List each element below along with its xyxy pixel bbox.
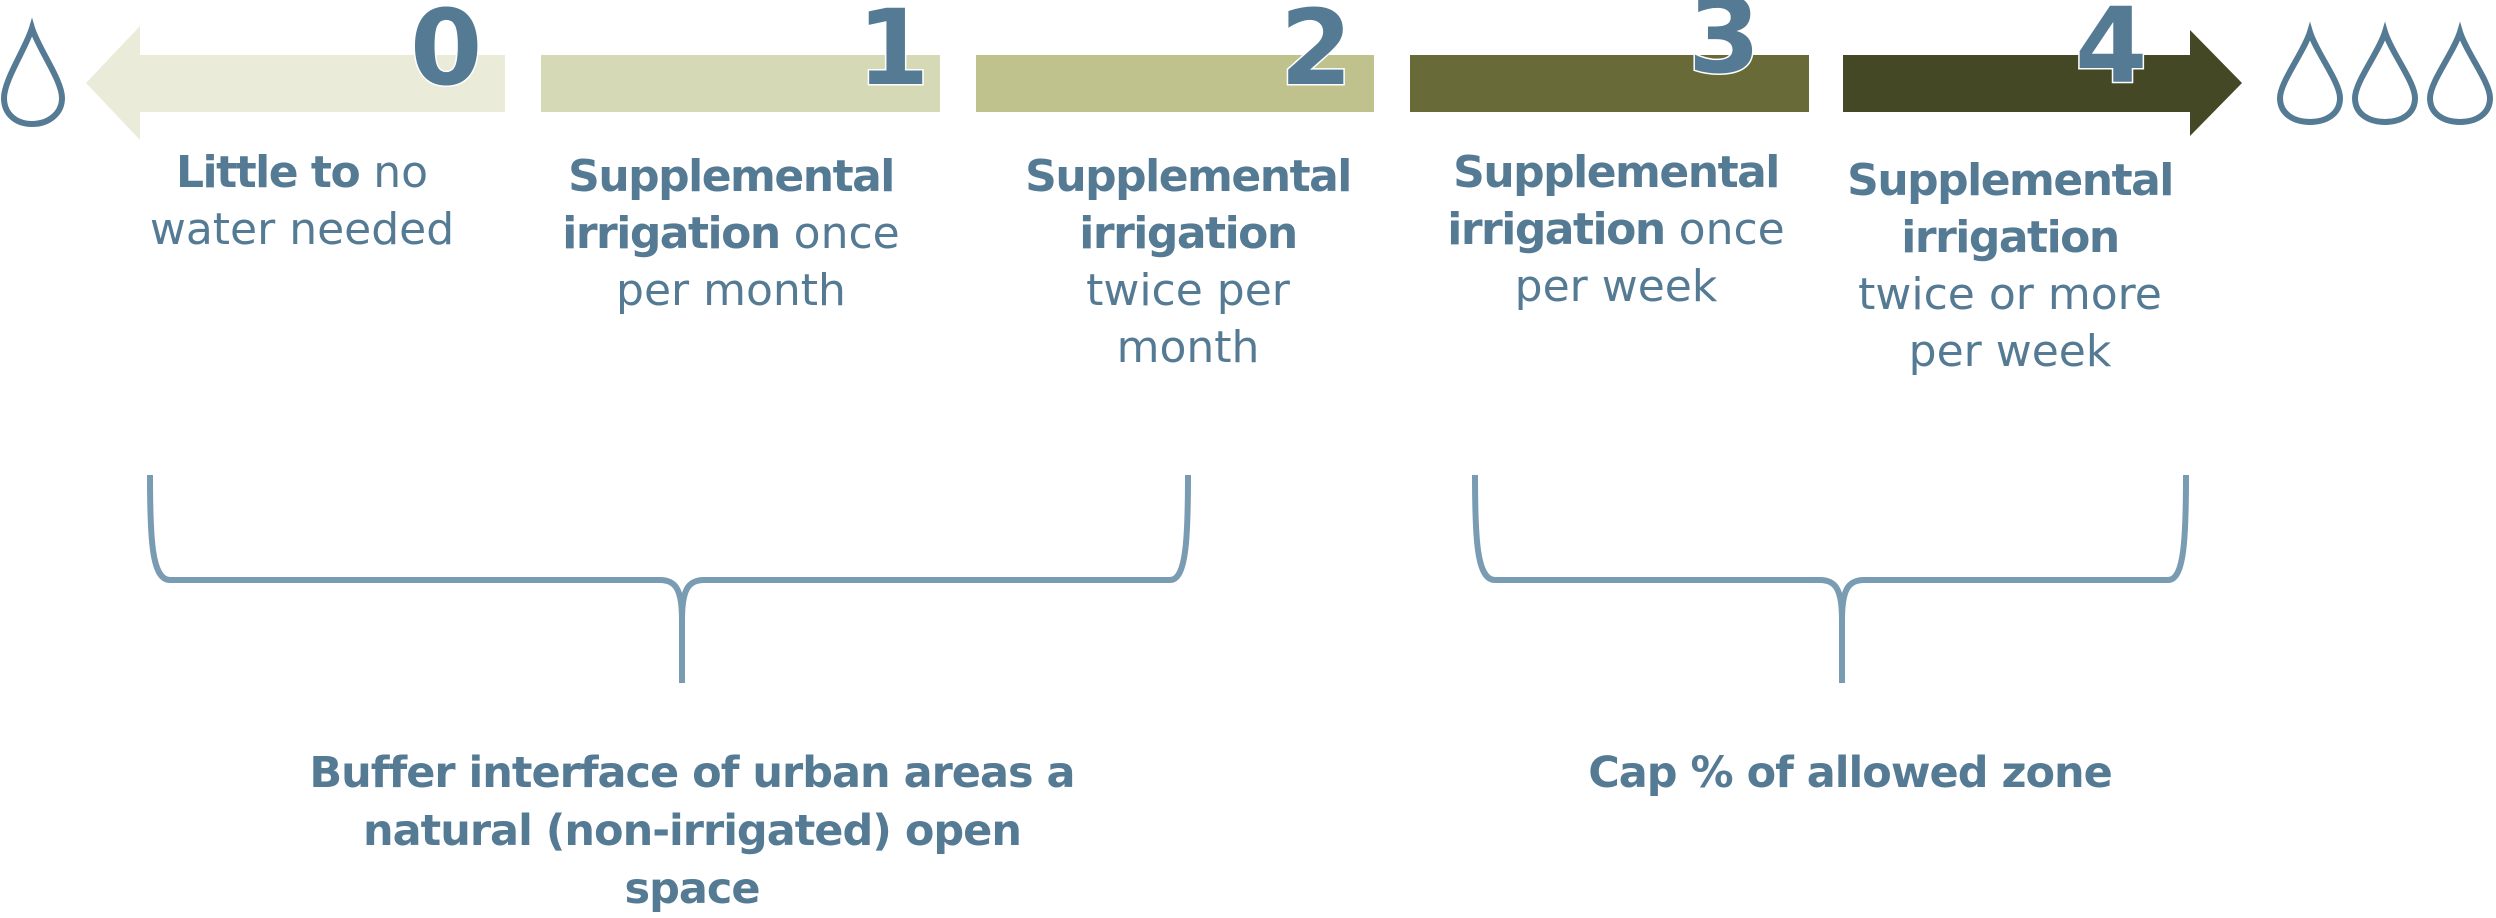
level-2-bar <box>976 55 1374 112</box>
level-2-description-text: twice per month <box>1086 265 1290 373</box>
water-drop-icon <box>2351 21 2419 126</box>
level-1-number: 1 <box>855 0 930 109</box>
level-3-description-bold: Supplemental irrigation <box>1447 147 1780 255</box>
water-drop-icon <box>2426 21 2494 126</box>
right-bracket <box>1472 474 2189 683</box>
level-0-description-bold: Little to <box>175 147 361 198</box>
level-1-bar <box>541 55 940 112</box>
water-drop-icon <box>2276 21 2344 126</box>
level-4-description-bold: Supplemental irrigation <box>1847 155 2174 263</box>
left-group-label: Buffer interface of urban areas a natura… <box>292 744 1092 918</box>
level-0-description: Little to no water needed <box>132 144 472 258</box>
level-4-description: Supplemental irrigation twice or more pe… <box>1840 152 2180 380</box>
level-2-description-bold: Supplemental irrigation <box>1025 151 1352 259</box>
right-group-label: Cap % of allowed zone <box>1500 744 2200 802</box>
level-2-description: Supplemental irrigation twice per month <box>1018 148 1358 376</box>
left-group-label-line-2: natural (non-irrigated) open space <box>363 806 1022 914</box>
level-1-description-text: once per month <box>616 208 900 316</box>
left-bracket <box>147 474 1191 683</box>
level-4-description-text: twice or more per week <box>1858 269 2162 377</box>
left-group-label-line-1: Buffer interface of urban areas a <box>309 748 1075 798</box>
level-1-description-bold: Supplemental irrigation <box>562 151 895 259</box>
level-3-number: 3 <box>1686 0 1761 97</box>
level-3-description-text: once per week <box>1514 204 1785 312</box>
right-group-label-line-1: Cap % of allowed zone <box>1588 748 2113 798</box>
level-0-description-text: no water needed <box>149 147 455 255</box>
level-0-bar <box>86 26 505 140</box>
level-2-number: 2 <box>1278 0 1353 109</box>
level-0-number: 0 <box>408 0 483 109</box>
diagram-art <box>0 17 2494 683</box>
level-3-description: Supplemental irrigation once per week <box>1446 144 1786 315</box>
level-3-bar <box>1410 55 1809 112</box>
level-1-description: Supplemental irrigation once per month <box>561 148 901 319</box>
water-drop-icon <box>0 17 66 128</box>
level-4-number: 4 <box>2073 0 2148 107</box>
level-4-bar <box>1843 30 2242 136</box>
